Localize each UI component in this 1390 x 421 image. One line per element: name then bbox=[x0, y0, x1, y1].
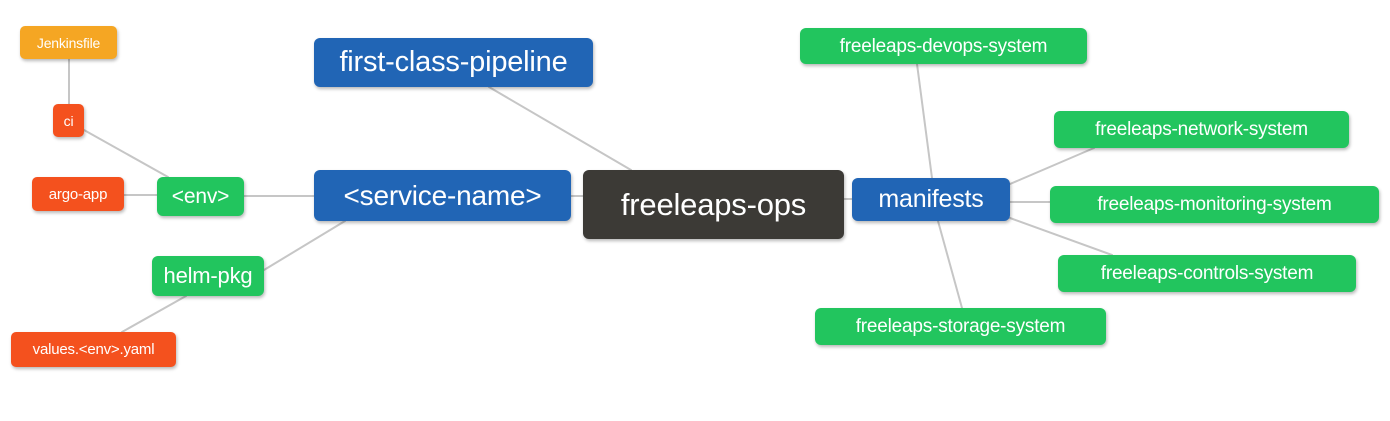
edge-values-env-yaml-to-helm-pkg bbox=[121, 295, 187, 333]
node-label: ci bbox=[63, 112, 74, 129]
node-env[interactable]: <env> bbox=[157, 177, 244, 216]
node-label: first-class-pipeline bbox=[339, 46, 568, 78]
node-first-class-pipeline[interactable]: first-class-pipeline bbox=[314, 38, 593, 87]
node-label: helm-pkg bbox=[163, 263, 253, 288]
node-freeleaps-devops-system[interactable]: freeleaps-devops-system bbox=[800, 28, 1087, 64]
node-label: freeleaps-ops bbox=[620, 187, 807, 222]
node-argo-app[interactable]: argo-app bbox=[32, 177, 124, 211]
node-freeleaps-ops[interactable]: freeleaps-ops bbox=[583, 170, 844, 239]
node-ci[interactable]: ci bbox=[53, 104, 84, 137]
node-service-name[interactable]: <service-name> bbox=[314, 170, 571, 221]
edge-first-class-pipeline-to-freeleaps-ops bbox=[488, 86, 632, 171]
node-label: freeleaps-controls-system bbox=[1100, 263, 1314, 284]
edge-manifests-to-freeleaps-devops-system bbox=[916, 63, 933, 179]
node-label: <service-name> bbox=[343, 179, 542, 211]
edge-helm-pkg-to-service-name bbox=[263, 220, 346, 271]
node-label: freeleaps-storage-system bbox=[855, 316, 1066, 337]
node-freeleaps-controls-system[interactable]: freeleaps-controls-system bbox=[1058, 255, 1356, 292]
node-label: manifests bbox=[878, 185, 984, 213]
node-label: <env> bbox=[171, 185, 230, 208]
node-label: Jenkinsfile bbox=[36, 34, 101, 51]
node-jenkinsfile[interactable]: Jenkinsfile bbox=[20, 26, 117, 59]
node-freeleaps-storage-system[interactable]: freeleaps-storage-system bbox=[815, 308, 1106, 345]
node-manifests[interactable]: manifests bbox=[852, 178, 1010, 221]
node-label: values.<env>.yaml bbox=[32, 341, 155, 358]
edge-manifests-to-freeleaps-controls-system bbox=[1009, 217, 1113, 256]
node-label: freeleaps-network-system bbox=[1095, 119, 1308, 140]
node-label: freeleaps-monitoring-system bbox=[1097, 194, 1332, 215]
node-freeleaps-monitoring-system[interactable]: freeleaps-monitoring-system bbox=[1050, 186, 1379, 223]
edge-manifests-to-freeleaps-network-system bbox=[1009, 147, 1095, 185]
edge-manifests-to-freeleaps-storage-system bbox=[937, 220, 963, 309]
node-label: freeleaps-devops-system bbox=[839, 35, 1048, 57]
node-values-env-yaml[interactable]: values.<env>.yaml bbox=[11, 332, 176, 367]
node-label: argo-app bbox=[48, 185, 108, 203]
edge-ci-to-env bbox=[83, 129, 169, 178]
node-freeleaps-network-system[interactable]: freeleaps-network-system bbox=[1054, 111, 1349, 148]
node-helm-pkg[interactable]: helm-pkg bbox=[152, 256, 264, 296]
